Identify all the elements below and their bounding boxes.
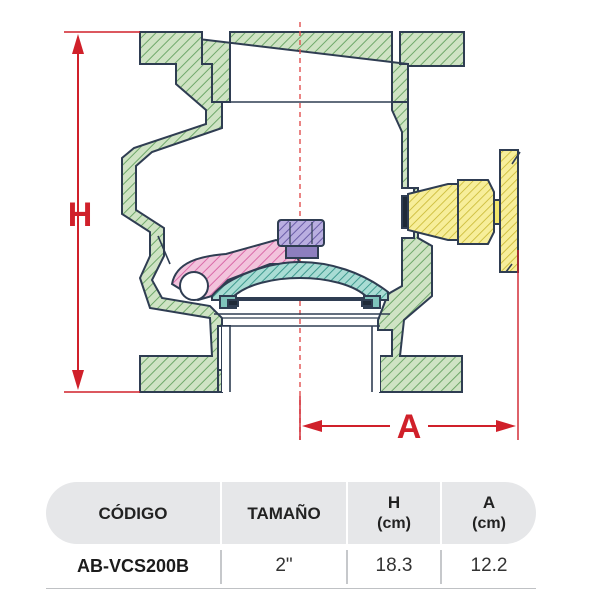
- header-size: TAMAÑO: [247, 503, 321, 523]
- valve-cross-section-diagram: H A: [64, 22, 521, 446]
- table-row: AB-VCS200B 2" 18.3 12.2: [46, 544, 536, 589]
- header-h-unit: (cm): [377, 515, 411, 532]
- header-h: H (cm): [377, 493, 411, 532]
- spec-table: CÓDIGO TAMAÑO H (cm) A (cm) AB-VCS200B 2…: [46, 482, 536, 589]
- disc-nut: [277, 219, 325, 259]
- valve-body: [121, 31, 463, 393]
- table-header: CÓDIGO TAMAÑO H (cm) A (cm): [46, 482, 536, 544]
- header-code: CÓDIGO: [98, 503, 168, 523]
- dimension-h-label: H: [68, 196, 93, 234]
- dimension-h: H: [64, 31, 140, 393]
- header-a: A (cm): [472, 493, 506, 532]
- dimension-a-label: A: [397, 408, 422, 446]
- valve-disc: [211, 260, 390, 319]
- cell-size: 2": [275, 555, 293, 576]
- cell-code: AB-VCS200B: [76, 555, 190, 576]
- header-a-unit: (cm): [472, 515, 506, 532]
- bore-outline: [212, 101, 392, 392]
- bypass-screw: [401, 149, 521, 273]
- cell-a: 12.2: [470, 555, 508, 576]
- dimension-a: A: [299, 250, 519, 446]
- cell-h: 18.3: [375, 555, 413, 576]
- hinge-pin: [179, 271, 209, 301]
